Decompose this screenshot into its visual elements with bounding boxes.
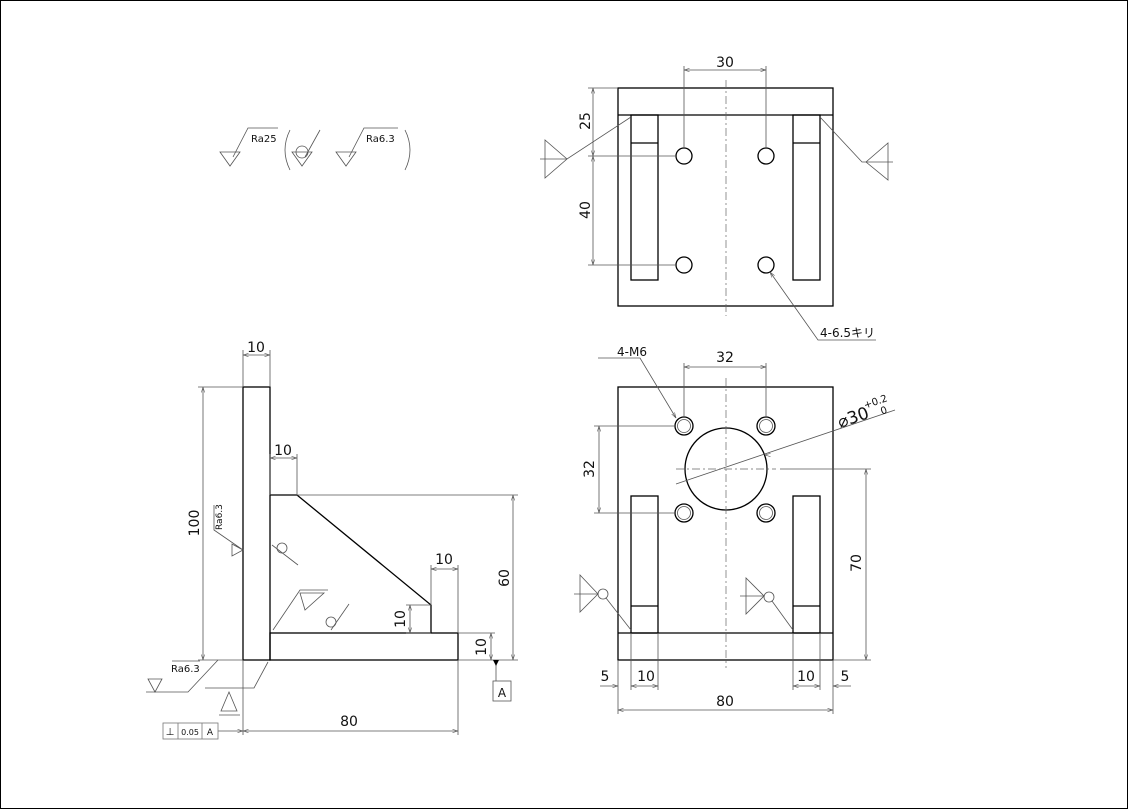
roughness-ra25-label: Ra25 [251,134,277,145]
drill-hole-note: 4-6.5キリ [820,326,875,340]
dim-length-80: 80 [340,714,358,730]
datum-label: A [498,686,507,700]
dim-rib-width: 10 [435,552,453,568]
dim-edge-left: 5 [601,669,610,685]
dim-gusset-height: 60 [497,569,513,587]
dim-hole-spacing-x: 30 [716,55,734,71]
tapped-hole-note: 4-M6 [617,345,647,359]
bore-tol-lower: 0 [879,405,889,417]
dim-slot-right: 10 [797,669,815,685]
dim-rib-height: 10 [393,610,409,628]
dim-height-70: 70 [849,554,865,572]
dim-width-80: 80 [716,694,734,710]
dim-gusset-thickness: 10 [274,443,292,459]
dim-base-thickness: 10 [474,638,490,656]
perpendicularity-symbol: ⊥ [166,727,175,738]
tolerance-value: 0.05 [181,728,199,737]
dim-tap-spacing-x: 32 [716,350,734,366]
dim-plate-thickness: 10 [247,340,265,356]
dim-edge-to-hole: 25 [578,112,594,130]
surface-finish-legend: Ra25 Ra6.3 [219,127,411,171]
dim-slot-left: 10 [637,669,655,685]
top-view: 30 25 40 4-6.5キリ [540,55,893,341]
roughness-ra6-3-label: Ra6.3 [366,134,395,145]
front-view: 4-M6 32 32 ⌀30 +0.2 0 70 80 5 10 10 5 [574,345,896,714]
roughness-vertical-label: Ra6.3 [215,504,225,530]
datum-box [492,680,512,702]
tolerance-datum: A [207,728,214,738]
dim-edge-right: 5 [841,669,850,685]
side-view: 10 10 100 60 10 10 10 80 Ra6.3 Ra6.3 A ⊥… [146,340,518,740]
dim-tap-spacing-y: 32 [582,460,598,478]
dim-hole-spacing-y: 40 [578,201,594,219]
tolerance-frame: ⊥ 0.05 A [162,722,219,740]
roughness-base-label: Ra6.3 [171,664,200,675]
dim-height-100: 100 [187,510,203,537]
